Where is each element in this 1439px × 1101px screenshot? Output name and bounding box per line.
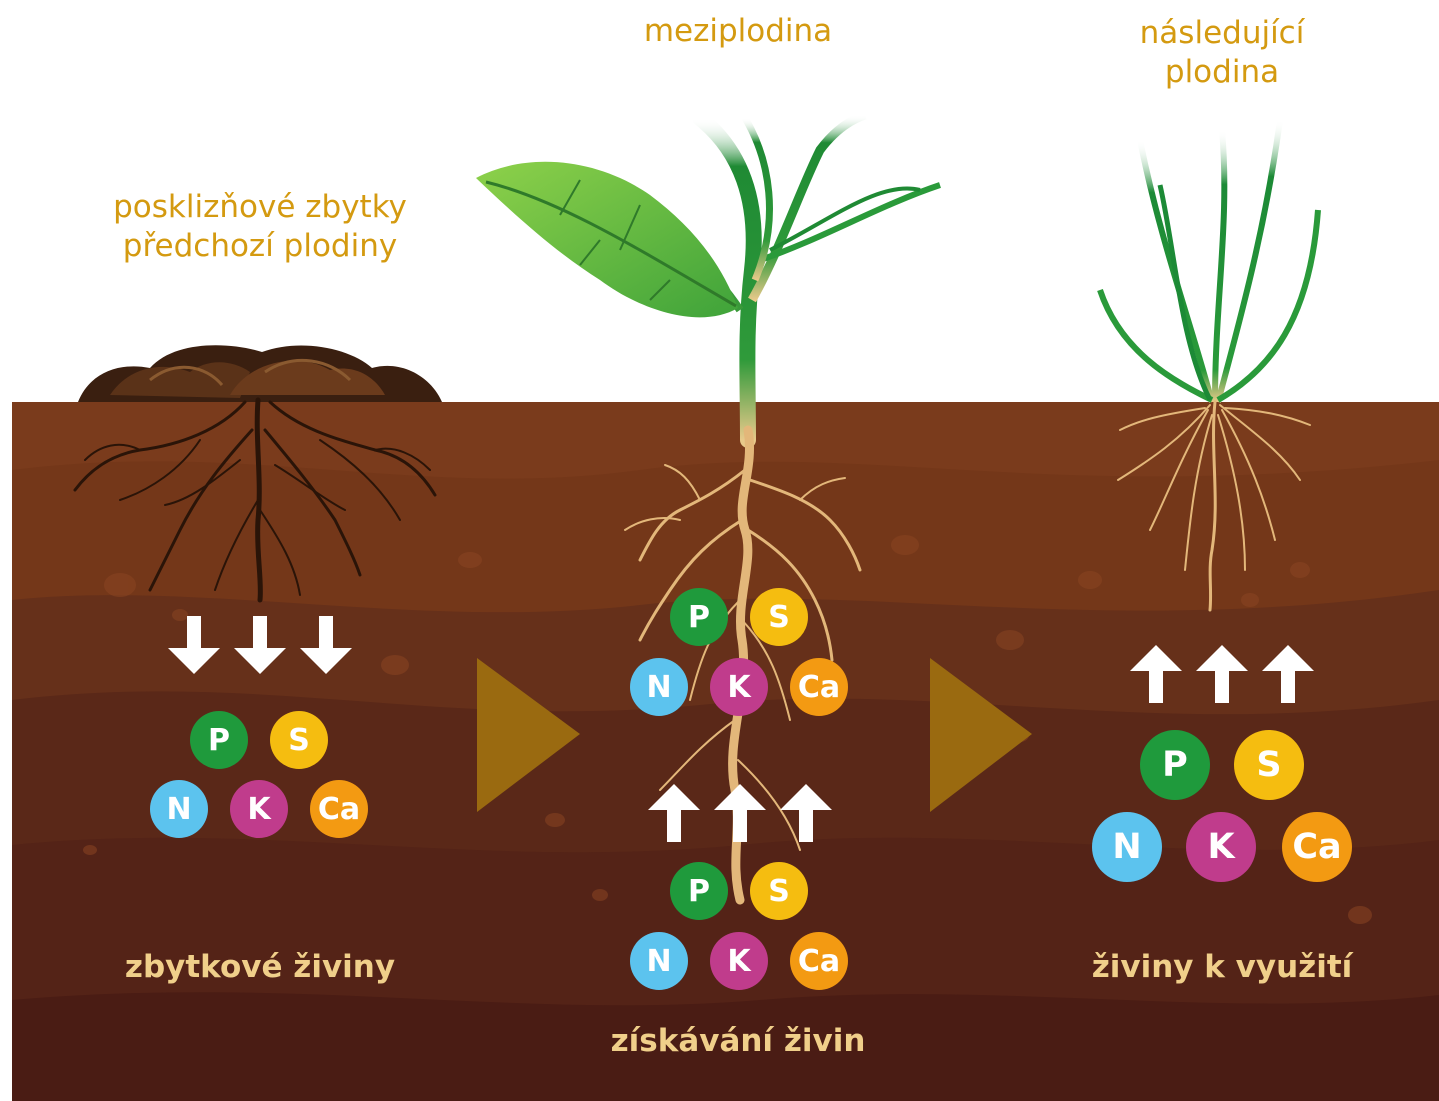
up-arrow-icon — [1194, 643, 1250, 703]
down-arrow-icon — [166, 616, 222, 676]
nutrient-uptake-label: získávání živin — [538, 1022, 938, 1061]
nutrient-k-badge: K — [230, 780, 288, 838]
nutrient-p-badge: P — [670, 862, 728, 920]
nutrient-ca-badge: Ca — [790, 658, 848, 716]
catch-crop-plant — [476, 115, 940, 440]
nutrient-k-badge: K — [710, 658, 768, 716]
down-arrow-icon — [232, 616, 288, 676]
catch-crop-label: meziplodina — [588, 12, 888, 51]
nutrient-n-badge: N — [630, 932, 688, 990]
leaf — [476, 162, 738, 318]
down-arrow-icon — [298, 616, 354, 676]
nutrient-n-badge: N — [630, 658, 688, 716]
nutrient-ca-badge: Ca — [310, 780, 368, 838]
nutrient-ca-badge: Ca — [790, 932, 848, 990]
up-arrow-icon — [1128, 643, 1184, 703]
nutrient-s-badge: S — [750, 588, 808, 646]
crop-residue-pile — [78, 345, 442, 402]
next-crop-plant — [1100, 120, 1318, 402]
nutrient-k-badge: K — [1186, 812, 1256, 882]
residual-nutrients-label: zbytkové živiny — [60, 948, 460, 987]
up-arrow-icon — [712, 782, 768, 842]
up-arrow-icon — [778, 782, 834, 842]
nutrient-n-badge: N — [150, 780, 208, 838]
up-arrow-icon — [1260, 643, 1316, 703]
residue-label-line2: předchozí plodiny — [80, 227, 440, 266]
nutrient-s-badge: S — [270, 711, 328, 769]
nutrient-p-badge: P — [670, 588, 728, 646]
next-crop-label-line1: následující — [1072, 14, 1372, 53]
nutrient-s-badge: S — [750, 862, 808, 920]
nutrient-k-badge: K — [710, 932, 768, 990]
nutrient-s-badge: S — [1234, 730, 1304, 800]
up-arrow-icon — [646, 782, 702, 842]
residue-label-line1: posklizňové zbytky — [80, 188, 440, 227]
nutrient-ca-badge: Ca — [1282, 812, 1352, 882]
nutrient-p-badge: P — [1140, 730, 1210, 800]
residue-label: posklizňové zbytky předchozí plodiny — [80, 188, 440, 266]
next-crop-label-line2: plodina — [1072, 53, 1372, 92]
nutrient-p-badge: P — [190, 711, 248, 769]
available-nutrients-label: živiny k využití — [1022, 948, 1422, 987]
nutrient-n-badge: N — [1092, 812, 1162, 882]
next-crop-label: následující plodina — [1072, 14, 1372, 92]
